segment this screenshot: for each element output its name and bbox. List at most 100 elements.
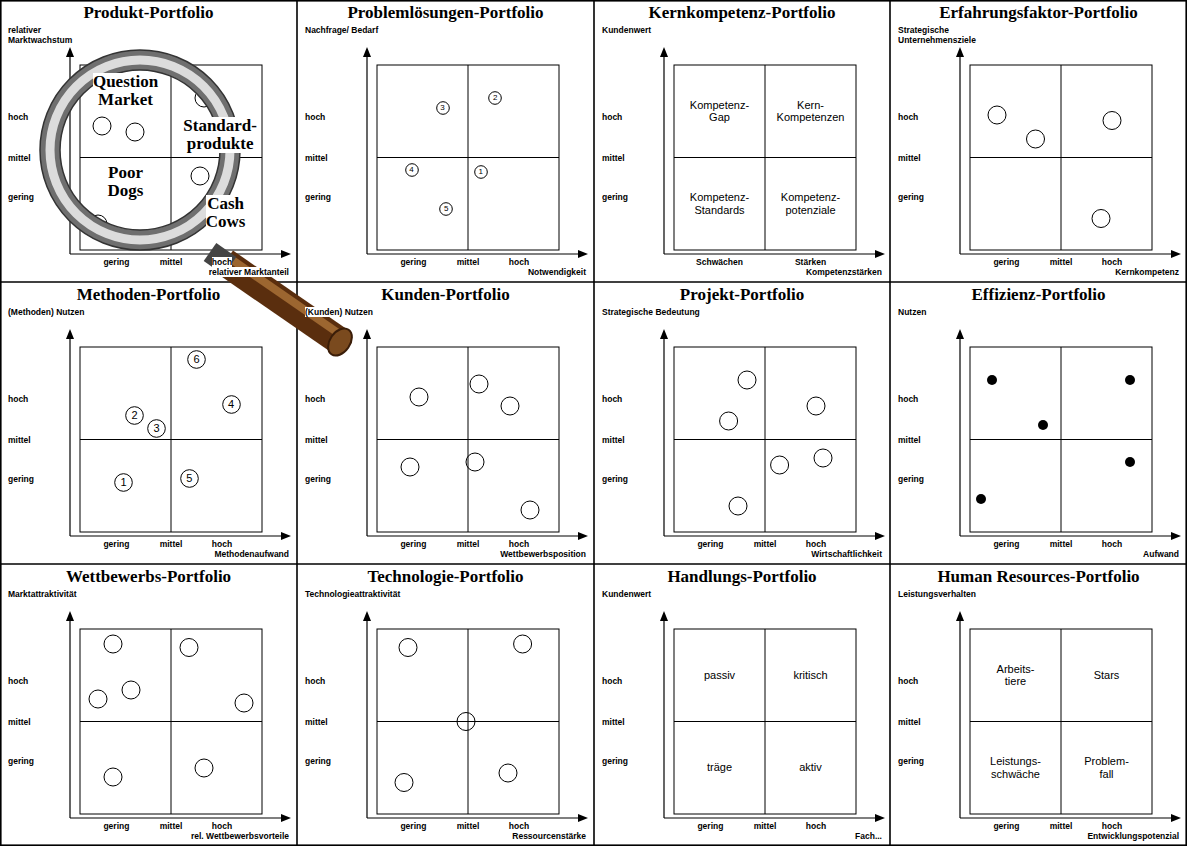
axis-tick-label: gering	[103, 257, 129, 267]
bubble	[988, 106, 1006, 124]
axis-title: Technologieattraktivität	[305, 589, 400, 599]
axis-tick-label: mittel	[305, 153, 328, 163]
quadrant-label: Arbeits- tiere	[997, 663, 1035, 688]
axis-tick-label: mittel	[305, 717, 328, 727]
panel-title-holder: Human Resources-Portfolio	[937, 567, 1139, 587]
quadrant-text: Kern- Kompetenzen	[777, 99, 845, 124]
axis-label-holder: Aufwand	[1143, 549, 1179, 559]
circle-outline	[474, 166, 487, 179]
bubble	[1103, 112, 1121, 130]
callout-number: 1	[479, 168, 483, 176]
axis-tick-label: hoch	[898, 112, 918, 122]
bubble	[93, 117, 111, 135]
circle-outline	[188, 351, 206, 369]
portfolio-panel: Erfahrungsfaktor-PortfolioStrategische U…	[890, 0, 1187, 282]
quadrant-label: Question Market	[93, 73, 158, 109]
dot	[1125, 457, 1135, 467]
quadrant-label: Leistungs- schwäche	[990, 755, 1041, 780]
circle-outline	[222, 396, 240, 414]
axis-tick-label: mittel	[160, 821, 183, 831]
axis-tick-label: gering	[305, 474, 331, 484]
axis-title: relativer Marktanteil	[209, 267, 289, 277]
callout-number: 4	[228, 399, 234, 410]
numbered-circle: 1	[474, 165, 488, 179]
axis-tick-label: hoch	[1102, 821, 1122, 831]
panel-title: Human Resources-Portfolio	[937, 567, 1139, 587]
axis-label-holder: Fach...	[855, 831, 882, 841]
quadrant-label: Problem- fall	[1084, 755, 1129, 780]
axis-label-holder: hoch	[602, 676, 622, 686]
numbered-circle: 5	[439, 202, 453, 216]
axis-tick-label: gering	[103, 539, 129, 549]
axis-label-holder: gering	[697, 821, 723, 831]
axis-title: Wirtschaftlichkeit	[811, 549, 882, 559]
axis-title: rel. Wettbewerbsvorteile	[191, 831, 289, 841]
panel-title: Kunden-Portfolio	[381, 285, 509, 305]
numbered-circle: 6	[187, 350, 206, 369]
quadrant-label: Stars	[1094, 669, 1120, 682]
circle-outline	[489, 92, 502, 105]
axis-label-holder: mittel	[457, 821, 480, 831]
quadrant-label: Kompetenz- Gap	[690, 99, 749, 124]
bubble	[395, 774, 413, 792]
quadrant-label: Kompetenz- Standards	[690, 191, 749, 216]
axis-label-holder: gering	[400, 539, 426, 549]
grid-line	[296, 0, 298, 846]
bubble	[191, 167, 209, 185]
axis-tick-label: hoch	[305, 394, 325, 404]
axis-label-holder: gering	[400, 821, 426, 831]
quadrant-text: Kompetenz- potenziale	[781, 191, 840, 216]
axis-tick-label: hoch	[1102, 539, 1122, 549]
quadrant-text: Poor Dogs	[108, 164, 144, 200]
axis-label-holder: hoch	[305, 394, 325, 404]
panel-art	[956, 611, 1181, 822]
bubble	[501, 397, 519, 415]
axis-label-holder: Strategische Bedeutung	[602, 307, 700, 317]
circle-outline	[436, 101, 449, 114]
quadrant-text: Standard- produkte	[183, 117, 257, 153]
axis-tick-label: mittel	[457, 821, 480, 831]
axis-label-holder: mittel	[602, 717, 625, 727]
panel-title-holder: Wettbewerbs-Portfolio	[66, 567, 231, 587]
numbered-circle: 2	[125, 406, 144, 425]
bubble	[1027, 130, 1045, 148]
panel-title: Handlungs-Portfolio	[667, 567, 816, 587]
axis-tick-label: hoch	[898, 676, 918, 686]
bubble	[180, 639, 198, 657]
axis-tick-label: hoch	[212, 539, 232, 549]
quadrant-frame	[66, 329, 291, 540]
axis-tick-label: mittel	[754, 821, 777, 831]
axis-tick-label: gering	[898, 192, 924, 202]
axis-tick-label: mittel	[898, 717, 921, 727]
axis-tick-label: hoch	[509, 539, 529, 549]
axis-tick-label: gering	[602, 474, 628, 484]
numbered-circle: 4	[405, 163, 419, 177]
circle-outline	[115, 473, 133, 491]
axis-label-holder: mittel	[457, 539, 480, 549]
axis-label-holder: hoch	[806, 821, 826, 831]
quadrant-text: passiv	[704, 669, 735, 682]
axis-tick-label: hoch	[305, 112, 325, 122]
callout-number: 5	[186, 473, 192, 484]
numbered-circle: 2	[488, 91, 502, 105]
portfolio-panel: Wettbewerbs-PortfolioMarktattraktivität h…	[0, 564, 297, 846]
bubble	[410, 388, 428, 406]
bubbles	[720, 371, 832, 515]
quadrant-label: Kompetenz- potenziale	[781, 191, 840, 216]
bubble	[104, 768, 122, 786]
quadrant-frame	[363, 329, 588, 540]
axis-tick-label: mittel	[602, 717, 625, 727]
axis-label-holder: hoch	[8, 676, 28, 686]
axis-tick-label: Stärken	[795, 257, 826, 267]
axis-tick-label: hoch	[8, 112, 28, 122]
axis-tick-label: mittel	[898, 153, 921, 163]
portfolio-panel: Kernkompetenz-PortfolioKundenwerthochmit…	[594, 0, 890, 282]
axis-label-holder: mittel	[160, 821, 183, 831]
axis-label-holder: Marktattraktivität	[8, 589, 77, 599]
axis-label-holder: relativer Marktwachstum	[8, 25, 88, 45]
bubbles	[401, 375, 539, 519]
quadrant-frame	[660, 47, 885, 258]
axis-label-holder: Entwicklungspotenzial	[1087, 831, 1179, 841]
quadrant-frame	[660, 329, 885, 540]
quadrant-text: Cash Cows	[206, 195, 246, 231]
